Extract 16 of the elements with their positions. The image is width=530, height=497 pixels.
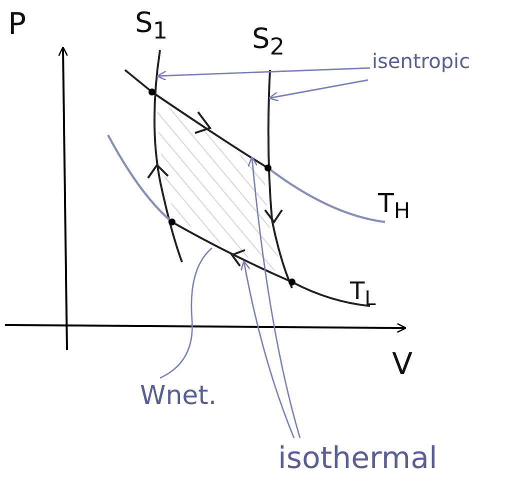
leader-line [156,67,370,81]
leader-line [248,156,301,438]
annotation-text: isothermal [278,442,438,475]
curve-label: T$_{L}$ [350,278,376,309]
annotation-text: Wnet. [140,382,217,411]
leader-line [268,79,368,102]
isentrope-curve [147,50,183,262]
annotation-text: isentropic [372,50,470,72]
curve-label: S$_{1}$ [135,8,168,44]
curve-label: S$_{2}$ [252,24,285,60]
axis-label: P [8,8,26,41]
leader-line [240,260,295,438]
curve-label: T$_{H}$ [378,190,410,224]
axis-label: V [392,348,413,381]
leader-line [160,247,212,379]
isentrope-curve [264,70,293,288]
